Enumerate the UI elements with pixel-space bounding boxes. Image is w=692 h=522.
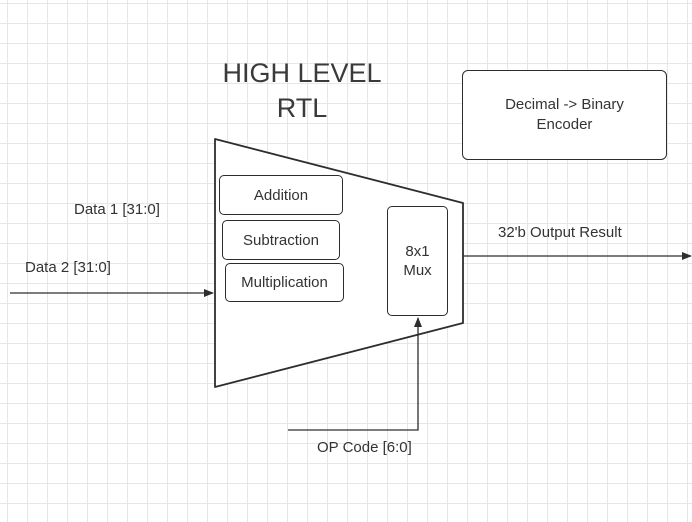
encoder-label-line1: Decimal -> Binary — [505, 96, 624, 113]
mux-label-line1: 8x1 — [405, 243, 430, 260]
addition-op-box: Addition — [219, 175, 343, 215]
diagram-title-line1: HIGH LEVEL — [222, 58, 382, 88]
mux-label-line2: Mux — [403, 262, 432, 279]
multiplication-op-box: Multiplication — [225, 263, 344, 302]
opcode-arrow — [288, 317, 422, 431]
encoder-box: Decimal -> Binary Encoder — [462, 70, 667, 160]
mux-box: 8x1 Mux — [387, 206, 448, 316]
encoder-label-line2: Encoder — [536, 116, 593, 133]
subtraction-op-box: Subtraction — [222, 220, 340, 260]
input-data1-label: Data 1 [31:0] — [74, 201, 160, 218]
diagram-title-line2: RTL — [276, 93, 328, 123]
output-result-label: 32'b Output Result — [498, 224, 622, 241]
opcode-label: OP Code [6:0] — [317, 439, 412, 456]
input-data2-label: Data 2 [31:0] — [25, 259, 111, 276]
